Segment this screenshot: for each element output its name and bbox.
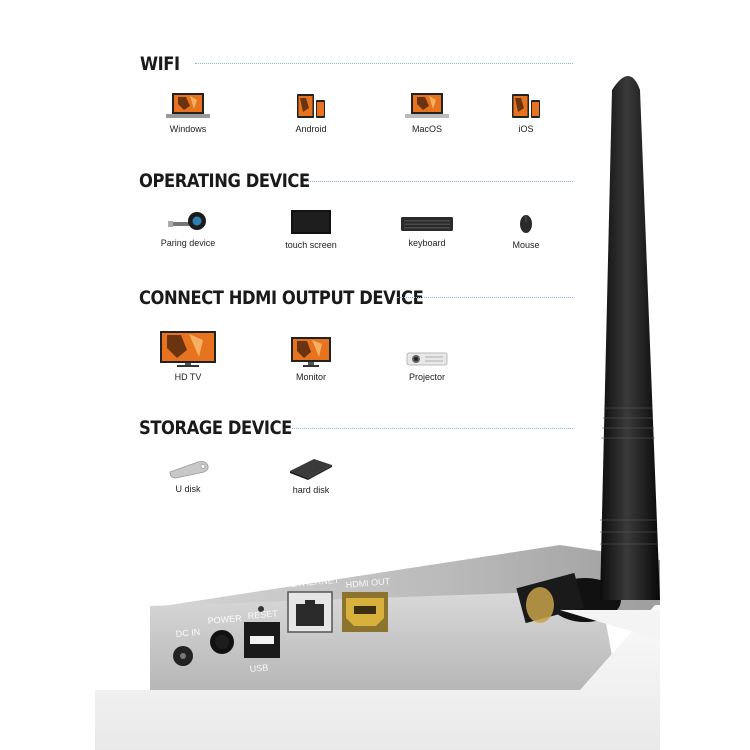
port-usb — [244, 622, 280, 658]
label-power: POWER — [207, 613, 242, 626]
phone-tablet-icon — [297, 94, 325, 118]
item-keyboard: keyboard — [372, 214, 482, 248]
phone-tablet-icon — [512, 94, 540, 118]
section-divider — [195, 63, 573, 64]
antenna — [600, 76, 660, 600]
projector-icon — [406, 352, 448, 366]
section-title-connect-hdmi-output-device: CONNECT HDMI OUTPUT DEVICE — [139, 287, 424, 309]
item-ios: iOS — [471, 92, 581, 134]
item-label: U disk — [175, 484, 201, 494]
section-title-wifi: WIFI — [140, 53, 180, 75]
item-hd-tv: HD TV — [133, 330, 243, 382]
port-power — [210, 630, 234, 654]
port-hdmi-out — [342, 592, 388, 632]
label-usb: USB — [249, 662, 268, 674]
tv-icon — [160, 331, 216, 367]
item-label: HD TV — [174, 372, 202, 382]
item-projector: Projector — [372, 350, 482, 382]
hard-disk-icon — [290, 459, 332, 480]
item-label: Projector — [408, 372, 445, 382]
reset-pinhole — [258, 606, 264, 612]
item-label: Paring device — [160, 238, 216, 248]
laptop-icon — [166, 93, 210, 118]
item-label: keyboard — [408, 238, 446, 248]
item-macos: MacOS — [372, 92, 482, 134]
item-label: touch screen — [285, 240, 337, 250]
item-paring-device: Paring device — [133, 210, 243, 248]
item-label: iOS — [518, 124, 534, 134]
usb-button-icon — [168, 212, 206, 230]
item-label: hard disk — [292, 485, 330, 495]
item-label: Android — [295, 124, 327, 134]
item-label: MacOS — [411, 124, 442, 134]
item-hard-disk: hard disk — [256, 455, 366, 495]
section-divider — [397, 297, 573, 298]
item-mouse: Mouse — [471, 212, 581, 250]
item-u-disk: U disk — [133, 458, 243, 494]
label-reset: RESET — [247, 608, 278, 621]
usb-stick-icon — [169, 461, 209, 479]
section-divider — [292, 428, 573, 429]
label-ethernet: ETHERNET — [290, 575, 340, 589]
item-label: Mouse — [512, 240, 540, 250]
keyboard-icon — [401, 217, 453, 231]
item-touch-screen: touch screen — [256, 208, 366, 250]
section-title-operating-device: OPERATING DEVICE — [139, 170, 310, 192]
port-ethernet — [287, 591, 333, 633]
item-android: Android — [256, 92, 366, 134]
monitor-icon — [291, 337, 331, 367]
section-divider — [305, 181, 573, 182]
port-dc-in — [173, 646, 193, 666]
label-dc-in: DC IN — [175, 627, 200, 639]
item-label: Monitor — [295, 372, 326, 382]
item-label: Windows — [169, 124, 207, 134]
item-windows: Windows — [133, 92, 243, 134]
laptop-icon — [405, 93, 449, 118]
item-monitor: Monitor — [256, 336, 366, 382]
mouse-icon — [520, 215, 532, 233]
shelf — [95, 605, 660, 750]
touch-screen-icon — [291, 210, 331, 234]
section-title-storage-device: STORAGE DEVICE — [139, 417, 292, 439]
label-hdmi-out: HDMI OUT — [345, 576, 391, 590]
